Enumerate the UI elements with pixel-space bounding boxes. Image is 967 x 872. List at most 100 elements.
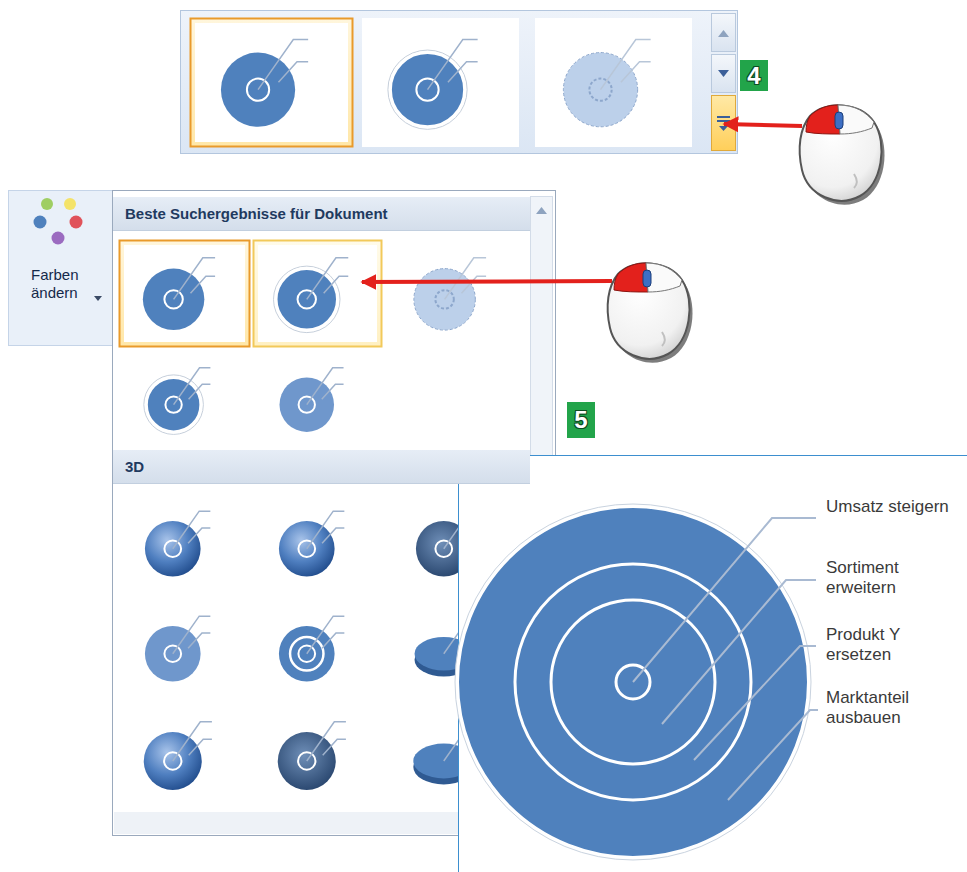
- result-panel: [459, 456, 967, 872]
- more-icon: [719, 126, 728, 131]
- color-dot: [64, 198, 76, 210]
- thumbnail-frame: [120, 706, 248, 806]
- thumb-leader: [322, 633, 344, 648]
- layout-thumbnail: [254, 706, 382, 806]
- thumbnail-frame: [254, 706, 382, 806]
- gallery-heading: 3D: [113, 450, 530, 484]
- thumb-leader: [174, 368, 211, 405]
- thumb-leader: [191, 276, 216, 293]
- result-diagram: Umsatz steigernSortiment erweiternProduk…: [458, 455, 967, 872]
- thumbnail-frame: [120, 241, 250, 347]
- thumb-leader: [307, 722, 346, 761]
- color-dot: [34, 216, 47, 229]
- thumbnail-frame: [391, 241, 521, 347]
- more-icon: [717, 117, 730, 121]
- thumbnail-frame: [120, 353, 250, 447]
- leader-line: [662, 580, 816, 724]
- arrow-up: [718, 30, 729, 37]
- thumbnail-frame: [254, 601, 382, 697]
- thumb-leader: [621, 62, 651, 82]
- thumb-ball: [221, 53, 295, 127]
- scroll-down: [712, 55, 736, 93]
- layout-thumbnail: [120, 353, 250, 447]
- leader-line: [728, 710, 818, 800]
- gallery-heading: Beste Suchergebnisse für Dokument: [113, 197, 530, 231]
- gallery-strip: [181, 11, 738, 154]
- scroll-up: [712, 14, 736, 52]
- thumb-leader: [462, 276, 487, 293]
- mouse-icon: [800, 105, 885, 205]
- thumb-leader: [428, 40, 478, 90]
- thumbnail-frame: [120, 496, 248, 592]
- layout-thumbnail: [191, 19, 353, 147]
- target-label: Sortiment erweitern: [826, 558, 961, 599]
- pointer-arrow: [724, 124, 802, 126]
- layout-thumbnail: [120, 241, 250, 347]
- thumb-leader: [174, 258, 215, 299]
- target-label: Produkt Y ersetzen: [826, 625, 961, 666]
- thumb-ring: [164, 645, 181, 662]
- target-label: Marktanteil ausbauen: [826, 688, 961, 729]
- thumb-leader: [307, 616, 345, 654]
- gallery-heading-text: 3D: [125, 458, 144, 475]
- thumb-leader: [189, 384, 211, 399]
- thumb-leader: [324, 276, 349, 293]
- thumbnail-frame: [363, 19, 519, 147]
- thumb-ball: [390, 53, 464, 127]
- thumb-leader: [173, 511, 211, 549]
- layout-thumbnail: [254, 353, 382, 447]
- color-dot: [70, 216, 83, 229]
- ribbon-group: [9, 191, 113, 346]
- leader-lines: [633, 518, 818, 800]
- layout-thumbnail: [120, 601, 248, 697]
- callout-number: 4: [740, 60, 768, 91]
- pointer-arrow: [362, 281, 612, 282]
- color-dot: [52, 232, 65, 245]
- thumbnail-ground: [124, 245, 245, 342]
- thumb-leader: [445, 258, 486, 299]
- thumbnail-ground: [195, 23, 348, 142]
- thumb-leader: [322, 384, 344, 399]
- leader-line: [694, 646, 816, 760]
- thumb-leader: [323, 739, 346, 755]
- thumb-leader: [601, 40, 651, 90]
- mouse-icon: [608, 263, 693, 363]
- callout-number-text: 5: [574, 408, 587, 432]
- arrow-up: [536, 207, 547, 214]
- thumb-leader: [188, 633, 210, 648]
- thumb-leader: [189, 739, 212, 755]
- color-dot: [41, 198, 53, 210]
- layout-thumbnail: [363, 19, 519, 147]
- thumb-leader: [322, 528, 344, 543]
- thumb-leader: [258, 40, 308, 90]
- thumbnail-frame: [254, 496, 382, 592]
- target-label: Umsatz steigern: [826, 497, 961, 517]
- thumbnail-frame: [536, 19, 692, 147]
- thumb-ring: [435, 290, 453, 308]
- layout-thumbnail: [254, 496, 382, 592]
- layout-thumbnail: [120, 496, 248, 592]
- layout-thumbnail: [120, 706, 248, 806]
- ribbon-button-text: Farben ändern: [27, 266, 93, 345]
- layout-thumbnail: [536, 19, 692, 147]
- thumb-leader: [278, 62, 308, 82]
- thumb-ball: [563, 53, 637, 127]
- callout-number: 5: [567, 402, 595, 438]
- layout-thumbnail: [391, 241, 521, 347]
- thumb-leader: [173, 616, 211, 654]
- thumb-leader: [448, 62, 478, 82]
- callout-number-text: 4: [747, 64, 760, 88]
- thumbnail-frame: [254, 353, 382, 447]
- thumbnail-ground: [258, 245, 377, 342]
- thumb-ring: [164, 540, 181, 557]
- thumb-leader: [307, 511, 345, 549]
- thumb-leader: [188, 528, 210, 543]
- thumb-leader: [173, 722, 212, 761]
- dropdown-arrow: [94, 296, 102, 301]
- thumb-shadow: [388, 50, 467, 129]
- ribbon-button: Farben ändern: [8, 190, 112, 345]
- thumb-leader: [307, 368, 344, 405]
- layout-thumbnail: [254, 601, 382, 697]
- layout-thumbnail: [254, 241, 382, 347]
